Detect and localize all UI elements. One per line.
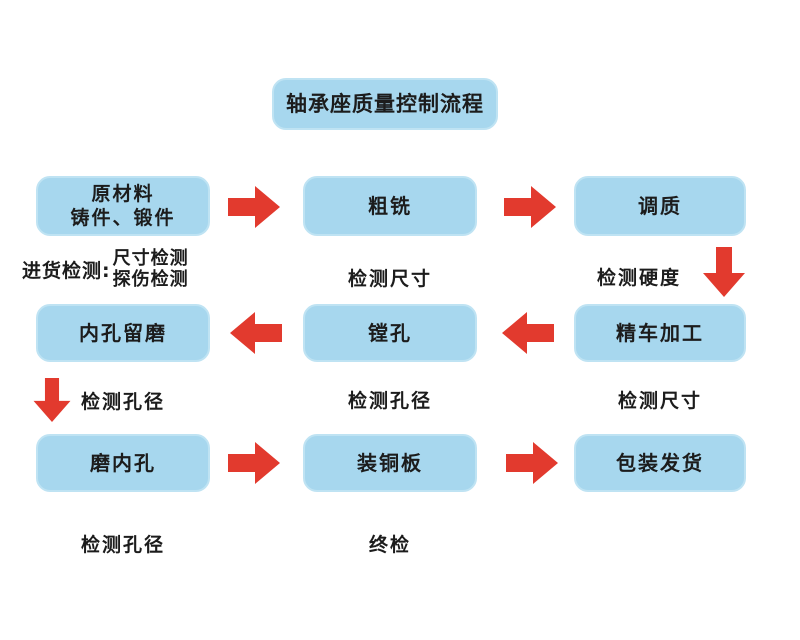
node-grind-inner-hole-label: 磨内孔: [90, 451, 156, 475]
caption-final-inspection: 终检: [368, 534, 411, 556]
arrow-right-icon: [228, 442, 280, 484]
node-finish-turning: 精车加工: [574, 304, 746, 362]
caption-check-bore-1-group: 检测孔径: [33, 378, 165, 422]
node-rough-milling: 粗铣: [303, 176, 477, 236]
arrow-left-icon: [230, 312, 282, 354]
caption-check-size-1: 检测尺寸: [347, 268, 432, 290]
node-rough-milling-label: 粗铣: [368, 194, 412, 218]
node-packing-shipping: 包装发货: [574, 434, 746, 492]
node-finish-turning-label: 精车加工: [616, 321, 704, 345]
node-packing-shipping-label: 包装发货: [616, 451, 704, 475]
caption-incoming-inspection-line2: 探伤检测: [112, 269, 189, 290]
flowchart-title-label: 轴承座质量控制流程: [286, 92, 484, 116]
node-grind-inner-hole: 磨内孔: [36, 434, 210, 492]
node-raw-material-line2: 铸件、锻件: [70, 207, 176, 229]
caption-check-bore-2: 检测孔径: [347, 390, 432, 412]
arrow-right-icon: [228, 186, 280, 228]
arrow-right-icon: [506, 442, 558, 484]
caption-incoming-inspection-label: 进货检测:: [22, 259, 111, 282]
node-tempering-label: 调质: [638, 194, 682, 218]
node-boring: 镗孔: [303, 304, 477, 362]
node-bore-grinding-allowance-label: 内孔留磨: [79, 321, 167, 345]
caption-incoming-inspection: 进货检测: 尺寸检测 探伤检测: [22, 248, 189, 290]
arrow-down-icon: [703, 247, 745, 297]
node-raw-material-line1: 原材料: [91, 183, 155, 205]
arrow-left-icon: [502, 312, 554, 354]
caption-check-bore-3: 检测孔径: [80, 534, 165, 556]
caption-check-size-2: 检测尺寸: [617, 390, 702, 412]
node-tempering: 调质: [574, 176, 746, 236]
node-raw-material: 原材料 铸件、锻件: [36, 176, 210, 236]
caption-check-hardness: 检测硬度: [596, 267, 681, 289]
node-boring-label: 镗孔: [368, 321, 412, 345]
arrow-right-icon: [504, 186, 556, 228]
node-install-copper-plate-label: 装铜板: [357, 451, 423, 475]
arrow-down-icon: [33, 378, 71, 422]
node-bore-grinding-allowance: 内孔留磨: [36, 304, 210, 362]
node-install-copper-plate: 装铜板: [303, 434, 477, 492]
flowchart-title: 轴承座质量控制流程: [272, 78, 498, 130]
caption-check-bore-1: 检测孔径: [81, 390, 166, 413]
caption-incoming-inspection-line1: 尺寸检测: [112, 248, 189, 269]
